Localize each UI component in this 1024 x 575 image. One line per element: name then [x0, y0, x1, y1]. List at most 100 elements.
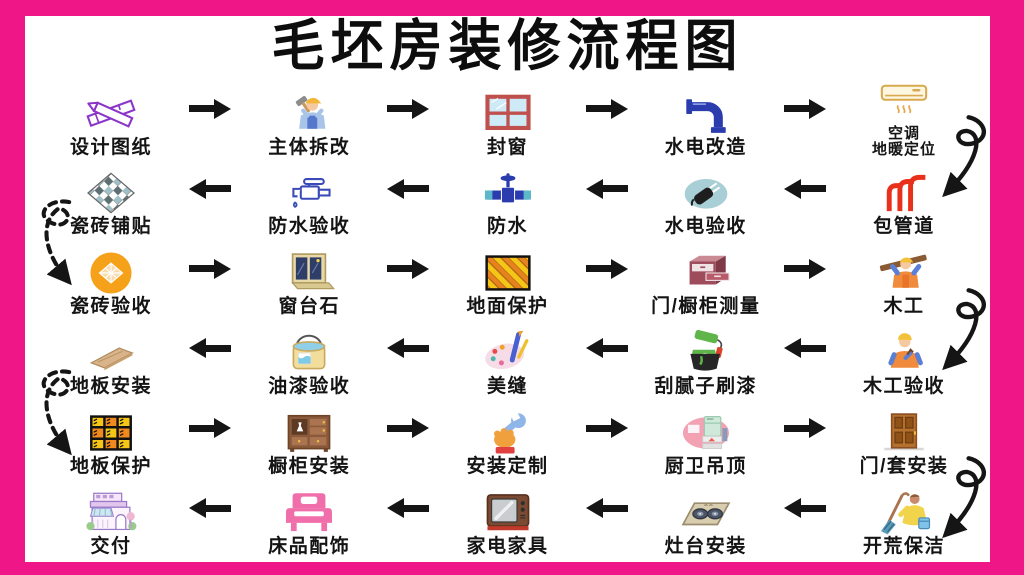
sealed-window-icon [477, 90, 539, 137]
step-label: 地面保护 [466, 296, 549, 318]
step-label: 包管道 [873, 216, 935, 238]
arrow-right-icon [385, 239, 431, 319]
paint-bucket-icon [278, 329, 340, 376]
step-label: 水电验收 [664, 216, 747, 238]
arrow-left-icon [187, 478, 233, 558]
step-label: 门/橱柜测量 [651, 296, 761, 318]
flow-step: 油漆验收 [233, 319, 385, 399]
putty-roller-icon [675, 329, 737, 376]
flow-step: 木工 [828, 239, 980, 319]
arrow-left-icon [782, 159, 828, 239]
step-label: 橱柜安装 [268, 455, 351, 477]
step-label: 交付 [90, 535, 132, 557]
step-label: 瓷砖铺贴 [69, 216, 152, 238]
step-label: 主体拆改 [268, 136, 351, 158]
herringbone-floor-icon [477, 249, 539, 296]
step-label: 设计图纸 [69, 136, 152, 158]
step-label: 门/套安装 [859, 455, 949, 477]
house-icon [80, 489, 142, 536]
arrow-right-icon [187, 79, 233, 159]
step-label: 刮腻子刷漆 [654, 376, 757, 398]
tv-icon [477, 489, 539, 536]
arrow-left-icon [187, 319, 233, 399]
flow-step: 厨卫吊顶 [630, 398, 782, 478]
flow-step: 包管道 [828, 159, 980, 239]
flow-step: 地面保护 [432, 239, 584, 319]
step-label: 灶台安装 [664, 535, 747, 557]
flow-step: 防水 [432, 159, 584, 239]
arrow-left-icon [584, 319, 630, 399]
arrow-left-icon [782, 478, 828, 558]
cabinet-measure-icon [675, 249, 737, 296]
flow-row: 交付 床品配饰 家电家具 灶台安装 开荒保洁 [27, 478, 988, 558]
arrow-right-icon [584, 79, 630, 159]
flow-step: 水电验收 [630, 159, 782, 239]
step-label: 木工验收 [862, 376, 945, 398]
window-sill-icon [278, 249, 340, 296]
step-label: 开荒保洁 [862, 535, 945, 557]
step-label: 厨卫吊顶 [664, 455, 747, 477]
flow-step: 地板安装 [35, 319, 187, 399]
stove-icon [675, 489, 737, 536]
flow-step: 床品配饰 [233, 478, 385, 558]
ac-unit-icon [873, 79, 935, 126]
tile-laying-icon [80, 169, 142, 216]
step-label: 封窗 [486, 136, 528, 158]
page-title: 毛坯房装修流程图 [271, 15, 744, 78]
flow-step: 开荒保洁 [828, 478, 980, 558]
red-pipes-icon [873, 169, 935, 216]
flow-step: 主体拆改 [233, 79, 385, 159]
step-label: 空调 地暖定位 [871, 124, 936, 158]
flow-step: 刮腻子刷漆 [630, 319, 782, 399]
flow-row: 设计图纸 主体拆改 封窗 水电改造 空调 地暖定位 [27, 79, 988, 159]
flow-step: 空调 地暖定位 [828, 79, 980, 159]
wrench-hand-icon [477, 409, 539, 456]
arrow-right-icon [385, 398, 431, 478]
arrow-right-icon [385, 79, 431, 159]
arrow-left-icon [584, 159, 630, 239]
arrow-left-icon [385, 159, 431, 239]
step-label: 美缝 [486, 376, 528, 398]
cleaner-icon [873, 489, 935, 536]
worker-hammer-icon [278, 90, 340, 137]
pencil-ruler-icon [80, 90, 142, 137]
step-label: 瓷砖验收 [69, 296, 152, 318]
flow-row: 地板安装 油漆验收 美缝 刮腻子刷漆 木工验收 [27, 319, 988, 399]
flow-row: 瓷砖验收 窗台石地面保护 门/橱柜测量 木工 [27, 239, 988, 319]
step-label: 安装定制 [466, 455, 549, 477]
flow-step: 瓷砖验收 [35, 239, 187, 319]
valve-pipe-icon [477, 169, 539, 216]
flow-step: 水电改造 [630, 79, 782, 159]
step-label: 水电改造 [664, 136, 747, 158]
water-pipe-icon [675, 90, 737, 137]
step-label: 地板保护 [69, 455, 152, 477]
power-plug-icon [675, 169, 737, 216]
flow-rows: 设计图纸主体拆改封窗水电改造空调 地暖定位瓷砖铺贴防水验收防水水电验收包管道瓷砖… [25, 79, 990, 562]
flow-step: 交付 [35, 478, 187, 558]
palette-icon [477, 329, 539, 376]
cabinet-icon [278, 409, 340, 456]
arrow-left-icon [187, 159, 233, 239]
step-label: 家电家具 [466, 535, 549, 557]
flow-step: 家电家具 [432, 478, 584, 558]
arrow-left-icon [782, 319, 828, 399]
floor-grid-icon [80, 409, 142, 456]
step-label: 油漆验收 [268, 376, 351, 398]
arrow-left-icon [385, 478, 431, 558]
bed-icon [278, 489, 340, 536]
arrow-right-icon [782, 79, 828, 159]
step-label: 木工 [883, 296, 925, 318]
step-label: 地板安装 [69, 376, 152, 398]
faucet-check-icon [278, 169, 340, 216]
flow-step: 橱柜安装 [233, 398, 385, 478]
arrow-right-icon [187, 398, 233, 478]
step-label: 床品配饰 [268, 535, 351, 557]
flow-step: 门/套安装 [828, 398, 980, 478]
tile-check-icon [80, 249, 142, 296]
arrow-left-icon [584, 478, 630, 558]
flow-step: 窗台石 [233, 239, 385, 319]
arrow-right-icon [584, 239, 630, 319]
flow-row: 地板保护 橱柜安装 安装定制 厨卫吊顶 门/套安装 [27, 398, 988, 478]
flow-step: 封窗 [432, 79, 584, 159]
